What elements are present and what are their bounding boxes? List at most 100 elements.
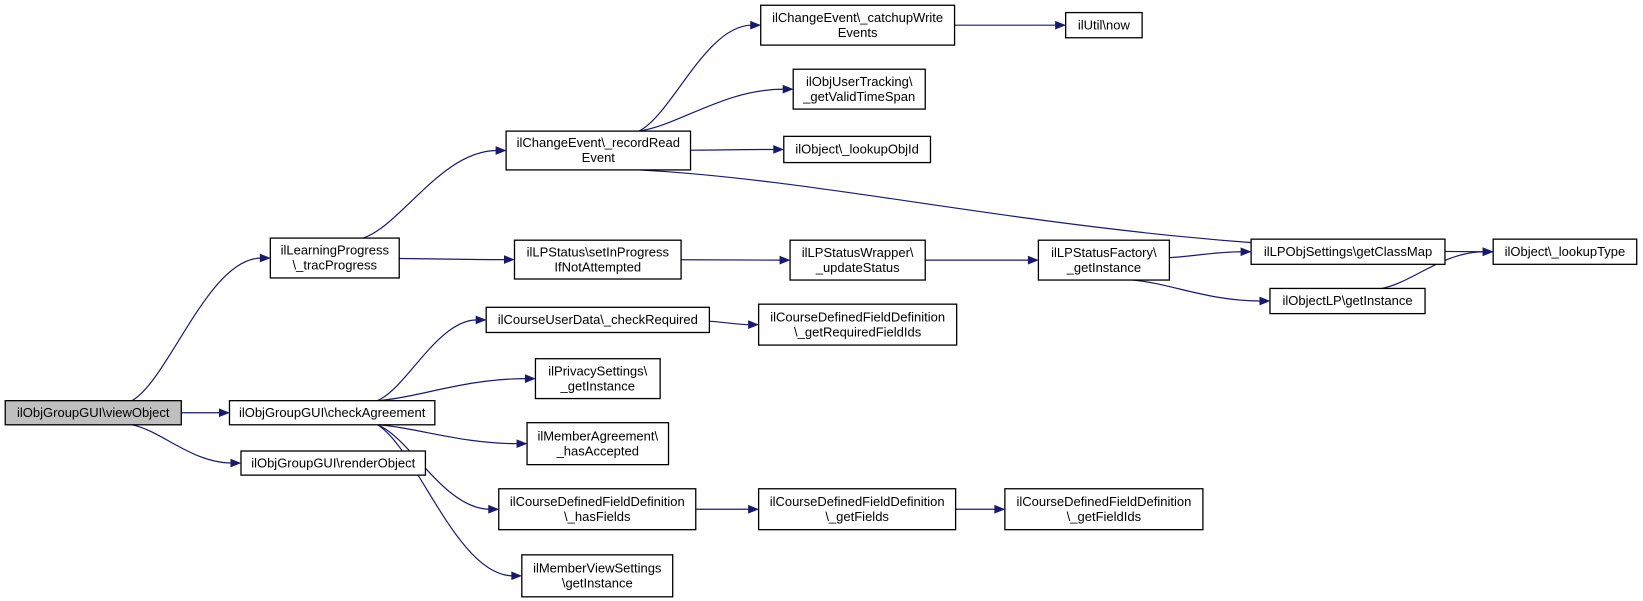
node-lookup-type[interactable]: ilObject\_lookupType — [1492, 238, 1638, 265]
edge-getFields-to-getFieldIds — [955, 504, 1006, 514]
edge-line — [377, 424, 519, 445]
node-get-class-map[interactable]: ilLPObjSettings\getClassMap — [1250, 238, 1446, 265]
edge-viewObject-to-renderObject — [131, 424, 242, 468]
edge-arrowhead — [782, 84, 794, 94]
node-label-line: Event — [582, 150, 616, 165]
edge-arrowhead — [524, 374, 536, 383]
node-factory-get-instance[interactable]: ilLPStatusFactory\_getInstance — [1037, 239, 1171, 281]
edge-arrowhead — [230, 458, 242, 468]
node-box — [534, 358, 661, 400]
node-label-line: ilUtil\now — [1078, 17, 1131, 32]
node-box — [228, 400, 436, 426]
node-check-agreement[interactable]: ilObjGroupGUI\checkAgreement — [228, 400, 436, 426]
node-update-status[interactable]: ilLPStatusWrapper\_updateStatus — [789, 239, 926, 281]
edge-checkAgreement-to-privacyGetInstance — [377, 374, 536, 402]
edge-tracProgress-to-recordRead — [362, 146, 507, 239]
node-lookup-obj-id[interactable]: ilObject\_lookupObjId — [783, 135, 932, 164]
edge-arrowhead — [488, 504, 500, 514]
edge-checkAgreement-to-checkRequired — [377, 315, 487, 402]
node-box — [1492, 238, 1638, 265]
node-label-line: ilObjUserTracking\ — [806, 74, 913, 89]
node-box — [485, 306, 711, 334]
edge-arrowhead — [475, 315, 487, 325]
node-label-line: ilObjGroupGUI\renderObject — [251, 455, 415, 470]
node-box — [513, 239, 682, 280]
node-box — [498, 488, 697, 531]
node-label-line: ilLPStatusFactory\ — [1051, 245, 1157, 260]
edge-checkAgreement-to-hasAccepted — [377, 424, 528, 449]
node-label-line: ilPrivacySettings\ — [548, 363, 647, 378]
node-view-object[interactable]: ilObjGroupGUI\viewObject — [4, 400, 182, 426]
node-label-line: ilChangeEvent\_recordRead — [517, 135, 680, 150]
nodes-layer: ilObjGroupGUI\viewObject ilObjGroupGUI\ch… — [4, 4, 1638, 598]
node-label-line: IfNotAttempted — [554, 259, 641, 274]
node-label-line: \_tracProgress — [293, 258, 378, 273]
edge-arrowhead — [994, 504, 1006, 514]
node-object-l-p-get-instance[interactable]: ilObjectLP\getInstance — [1269, 287, 1426, 315]
edge-checkRequired-to-getRequiredFieldIds — [709, 320, 759, 329]
edge-arrowhead — [1055, 20, 1066, 30]
node-member-view-get-instance[interactable]: ilMemberViewSettings\getInstance — [521, 554, 674, 598]
node-box — [526, 422, 670, 466]
node-label-line: ilMemberAgreement\ — [537, 428, 658, 443]
edge-updateStatus-to-factoryGetInstance — [925, 255, 1039, 265]
edge-line — [638, 88, 785, 132]
node-label-line: ilChangeEvent\_catchupWrite — [772, 10, 943, 25]
node-util-now[interactable]: ilUtil\now — [1064, 11, 1143, 39]
node-box — [760, 4, 956, 46]
edge-arrowhead — [503, 255, 515, 264]
edge-viewObject-to-tracProgress — [131, 253, 271, 402]
edge-line — [377, 378, 527, 402]
node-label-line: _updateStatus — [815, 260, 900, 275]
node-privacy-get-instance[interactable]: ilPrivacySettings\_getInstance — [534, 358, 661, 400]
edge-arrowhead — [218, 408, 230, 418]
node-box — [789, 239, 926, 281]
node-label-line: ilObject\_lookupType — [1505, 244, 1626, 259]
node-label-line: ilCourseUserData\_checkRequired — [498, 312, 698, 327]
edge-line — [1132, 279, 1261, 302]
node-trac-progress[interactable]: ilLearningProgress\_tracProgress — [269, 237, 400, 279]
node-get-field-ids[interactable]: ilCourseDefinedFieldDefinition\_getField… — [1004, 488, 1204, 531]
node-label-line: ilObjGroupGUI\checkAgreement — [239, 405, 426, 420]
node-label-line: _getInstance — [1066, 260, 1141, 275]
node-label-line: ilObjGroupGUI\viewObject — [17, 405, 170, 420]
node-box — [1269, 287, 1426, 315]
node-box — [792, 68, 926, 110]
node-label-line: _getInstance — [560, 378, 635, 393]
node-label-line: ilObject\_lookupObjId — [795, 142, 919, 157]
edge-line — [377, 424, 513, 577]
edge-checkAgreement-to-hasFields — [377, 424, 500, 514]
edge-line — [709, 320, 750, 326]
edge-line — [690, 148, 775, 151]
edge-line — [1381, 251, 1485, 290]
edge-catchupWrite-to-utilNow — [954, 20, 1066, 30]
node-has-accepted[interactable]: ilMemberAgreement\_hasAccepted — [526, 422, 670, 466]
node-box — [240, 450, 427, 476]
edge-arrowhead — [1482, 247, 1494, 257]
node-valid-time-span[interactable]: ilObjUserTracking\_getValidTimeSpan — [792, 68, 926, 110]
edge-line — [377, 424, 490, 510]
node-label-line: _getValidTimeSpan — [802, 89, 915, 104]
edge-hasFields-to-getFields — [695, 504, 759, 514]
node-label-line: ilLPStatusWrapper\ — [802, 245, 914, 260]
node-box — [1250, 238, 1446, 265]
node-has-fields[interactable]: ilCourseDefinedFieldDefinition\_hasField… — [498, 488, 697, 531]
node-render-object[interactable]: ilObjGroupGUI\renderObject — [240, 450, 427, 476]
node-label-line: ilMemberViewSettings — [533, 561, 662, 576]
edge-setInProgress-to-updateStatus — [681, 255, 791, 265]
node-get-required-field-ids[interactable]: ilCourseDefinedFieldDefinition\_getRequi… — [757, 303, 958, 346]
node-label-line: \getInstance — [562, 576, 633, 591]
edge-objectLPGetInstance-to-lookupType — [1381, 247, 1494, 290]
edge-recordRead-to-validTimeSpan — [638, 84, 794, 132]
node-label-line: ilLearningProgress — [281, 243, 390, 258]
node-label-line: ilLPObjSettings\getClassMap — [1264, 244, 1432, 259]
node-get-fields[interactable]: ilCourseDefinedFieldDefinition\_getField… — [757, 488, 957, 531]
node-check-required[interactable]: ilCourseUserData\_checkRequired — [485, 306, 711, 334]
edge-arrowhead — [748, 320, 759, 329]
node-box — [783, 135, 932, 164]
edge-arrowhead — [1240, 247, 1252, 257]
node-box — [521, 554, 674, 598]
